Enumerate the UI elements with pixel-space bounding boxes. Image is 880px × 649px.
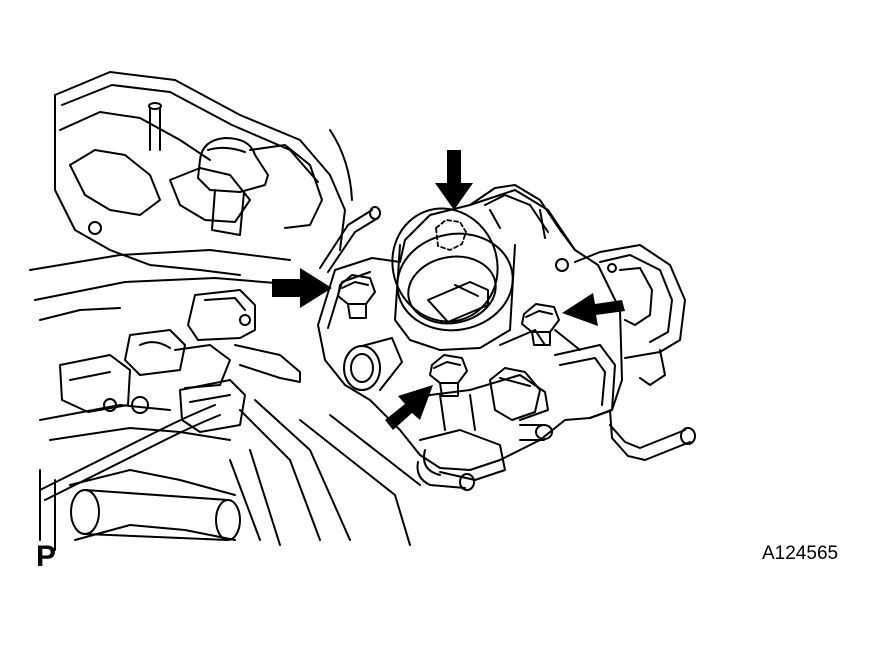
arrow-down-icon	[435, 150, 473, 210]
bolt-left	[337, 274, 376, 319]
arrow-up-right-icon	[385, 385, 433, 430]
throttle-body	[317, 184, 696, 491]
corner-label: P	[36, 540, 57, 573]
figure-id: A124565	[762, 543, 839, 564]
bolt-right	[521, 303, 560, 346]
engine-manifold-outline	[29, 71, 421, 551]
bolt-bottom	[429, 354, 468, 397]
arrow-right-icon	[272, 268, 332, 308]
arrow-left-icon	[562, 293, 625, 326]
